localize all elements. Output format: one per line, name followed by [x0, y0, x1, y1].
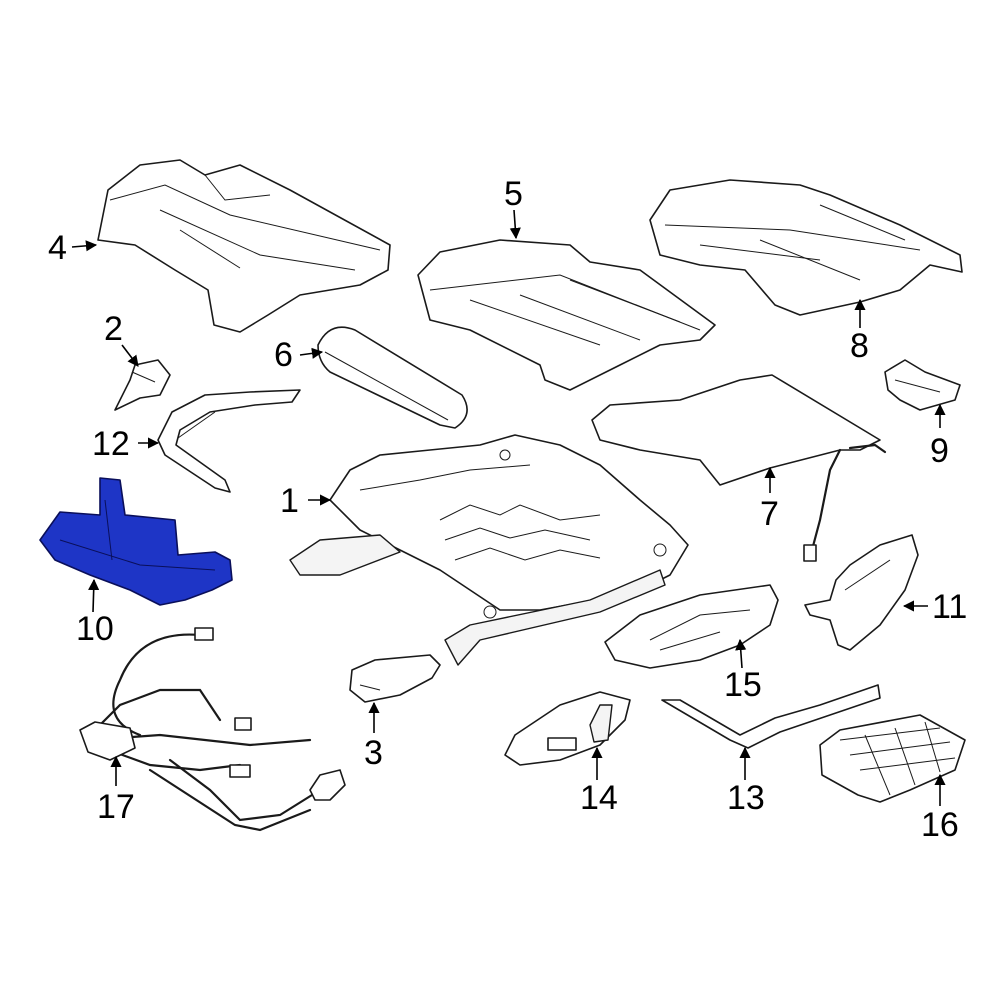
part-15-outer-trim[interactable] — [604, 584, 779, 669]
callout-14: 14 — [580, 779, 618, 817]
callout-6: 6 — [274, 336, 293, 374]
callout-16: 16 — [921, 806, 959, 844]
callout-7: 7 — [760, 495, 779, 533]
part-13-trim-strip[interactable] — [661, 684, 881, 749]
part-12-side-trim[interactable] — [157, 389, 301, 493]
leader-5 — [509, 209, 521, 240]
part-10-seat-base[interactable] — [39, 477, 233, 606]
leader-2 — [121, 344, 139, 367]
leader-15 — [735, 638, 747, 669]
leader-lines — [71, 209, 946, 806]
part-17-wiring-harness[interactable] — [79, 627, 346, 832]
callout-4: 4 — [48, 229, 67, 267]
part-6-side-bolster-pad[interactable] — [317, 326, 468, 429]
callout-2: 2 — [104, 310, 123, 348]
callout-1: 1 — [280, 482, 299, 520]
callout-labels: 4 5 8 6 2 12 1 7 9 10 11 15 3 14 13 16 1… — [48, 175, 967, 844]
callout-8: 8 — [850, 327, 869, 365]
callout-3: 3 — [364, 734, 383, 772]
leader-10 — [88, 578, 100, 613]
part-11-side-shield[interactable] — [804, 534, 919, 651]
part-14-switch-housing[interactable] — [504, 691, 631, 766]
callout-10: 10 — [76, 610, 114, 648]
part-4-cushion-cover[interactable] — [97, 159, 391, 333]
part-9-bracket[interactable] — [884, 359, 961, 411]
part-5-seat-cover[interactable] — [417, 239, 716, 391]
callout-15: 15 — [724, 666, 762, 704]
leader-6 — [299, 347, 324, 359]
callout-11: 11 — [932, 588, 967, 626]
callout-13: 13 — [727, 779, 765, 817]
callout-9: 9 — [930, 432, 949, 470]
callout-17: 17 — [97, 788, 135, 826]
callout-5: 5 — [504, 175, 523, 213]
part-7-heater-mat[interactable] — [591, 374, 887, 562]
part-3-small-cover[interactable] — [349, 654, 441, 703]
callout-12: 12 — [92, 425, 130, 463]
part-2-trim-cap[interactable] — [114, 359, 171, 411]
leader-4 — [71, 240, 98, 252]
part-8-cushion-cover[interactable] — [649, 179, 963, 316]
part-16-control-module[interactable] — [819, 714, 966, 803]
part-1-seat-frame[interactable] — [289, 434, 689, 666]
